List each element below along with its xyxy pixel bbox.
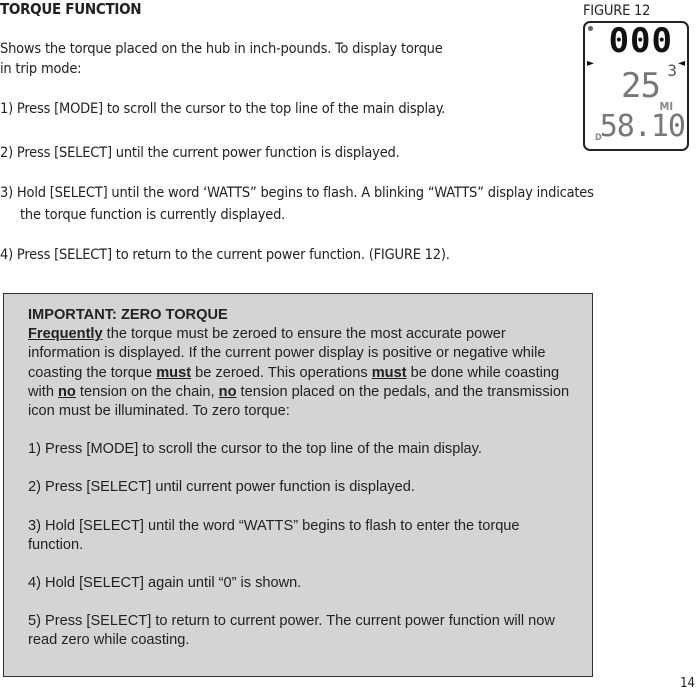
lcd-bottom-readout: 58.10 [599,109,686,144]
emphasis-no-1: no [58,383,76,400]
lcd-top-readout: 000 [608,21,673,61]
indicator-dot-icon [588,26,593,31]
zero-step-2: 2) Press [SELECT] until current power fu… [28,479,415,496]
lcd-middle-readout: 25 [621,66,661,106]
step-2: 2) Press [SELECT] until the current powe… [0,145,400,161]
step-3: 3) Hold [SELECT] until the word ‘WATTS” … [0,185,594,201]
important-note-title: IMPORTANT: ZERO TORQUE [28,307,228,323]
step-4: 4) Press [SELECT] to return to the curre… [0,247,450,263]
paragraph-text-5: tension placed on the pedals, and the tr… [28,383,570,420]
section-heading: TORQUE FUNCTION [0,0,142,18]
emphasis-no-2: no [218,383,237,400]
emphasis-must-2: must [371,364,407,381]
important-note-box: IMPORTANT: ZERO TORQUE Frequently the to… [3,293,593,677]
lcd-display-figure: 000 ► ◄ 3 25 MI 58.10 D [583,21,689,151]
important-note-paragraph: Frequently the torque must be zeroed to … [28,325,578,421]
step-1: 1) Press [MODE] to scroll the cursor to … [0,101,446,117]
lcd-unit-label: MI [659,100,673,113]
lcd-small-digit: 3 [667,61,677,80]
zero-step-3: 3) Hold [SELECT] until the word “WATTS” … [28,517,520,553]
figure-label: FIGURE 12 [583,3,651,19]
paragraph-text-1: the torque must be zeroed to ensure the … [28,326,546,381]
intro-line-1: Shows the torque placed on the hub in in… [0,41,443,57]
lcd-corner-label: D [595,133,602,143]
page-number: 14 [680,676,695,691]
intro-line-2: in trip mode: [0,61,82,77]
cursor-arrow-right-icon: ◄ [678,58,685,69]
emphasis-frequently: Frequently [28,326,103,343]
important-note-content: IMPORTANT: ZERO TORQUE Frequently the to… [28,306,578,651]
zero-step-1: 1) Press [MODE] to scroll the cursor to … [28,441,482,458]
step-3-continued: the torque function is currently display… [20,207,286,223]
paragraph-text-4: tension on the chain, [75,383,219,400]
paragraph-text-3: be done while coasting with [28,364,560,400]
emphasis-must-1: must [156,364,192,381]
zero-step-4: 4) Hold [SELECT] again until “0” is show… [28,575,302,592]
paragraph-text-2: be zeroed. This operations [191,364,372,381]
cursor-arrow-left-icon: ► [587,58,594,69]
zero-step-5: 5) Press [SELECT] to return to current p… [28,613,555,649]
